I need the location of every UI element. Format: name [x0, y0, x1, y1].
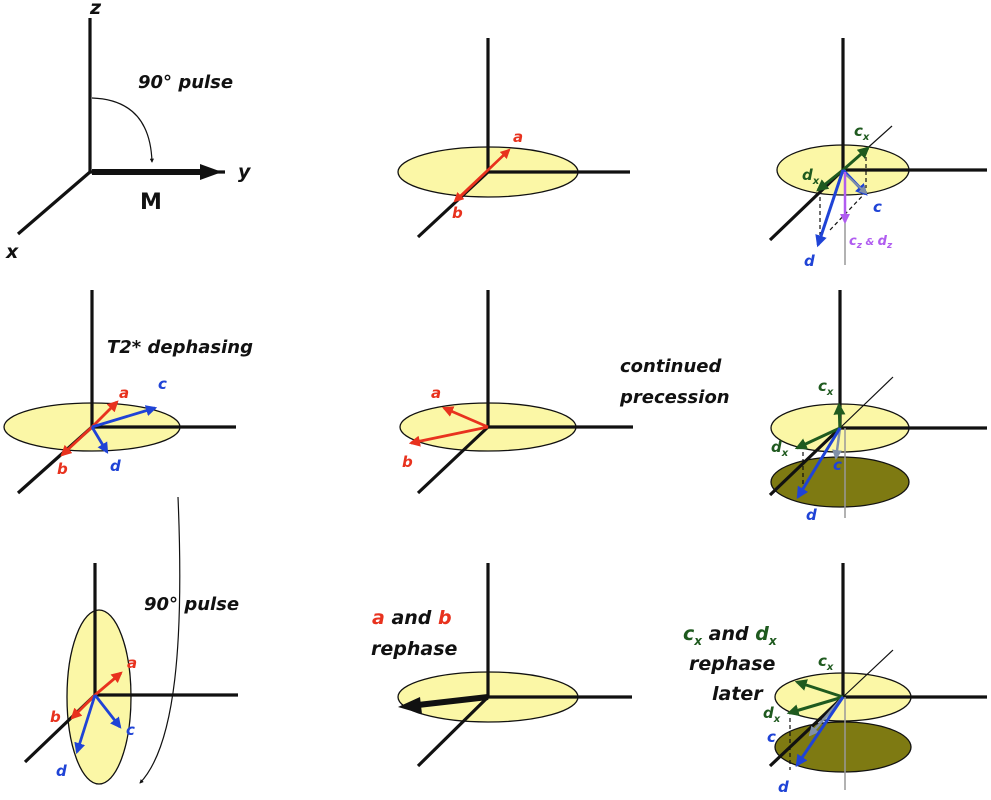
- d-label: d: [806, 506, 817, 524]
- axis-y-label: y: [238, 161, 252, 183]
- spin-d-label: d: [56, 762, 67, 780]
- spin-b-label: b: [50, 708, 61, 726]
- spin-d-label: d: [110, 457, 121, 475]
- dx-label: dx: [771, 438, 789, 459]
- spin-b-label: b: [57, 460, 68, 478]
- pulse-rotation-arrow: [139, 496, 181, 784]
- pulse-rotation-arrow: [91, 97, 154, 163]
- c-label: c: [767, 728, 776, 746]
- precession-caption-line2: precession: [619, 387, 730, 408]
- panel-4-dephasing: T2* dephasing a b c d: [3, 290, 253, 495]
- c-label: c: [833, 456, 842, 474]
- panel-6-precession-components: cx dx c d: [768, 290, 987, 524]
- later-caption-line1: cx and dx: [683, 623, 778, 648]
- cz-dz-label: cz & dz: [849, 234, 893, 251]
- panel-5-precession: a b continued precession: [399, 290, 730, 495]
- spin-a-label: a: [513, 128, 523, 146]
- dephasing-title: T2* dephasing: [107, 337, 253, 358]
- precession-caption-line1: continued: [620, 356, 722, 377]
- spin-c-label: c: [126, 721, 135, 739]
- rephase-caption-line1: a and b: [372, 607, 452, 629]
- c-label: c: [873, 198, 882, 216]
- magnetization-label: M: [140, 190, 162, 215]
- spin-b-label: b: [402, 453, 413, 471]
- pulse-label-top: 90° pulse: [138, 72, 233, 93]
- panel-9-rephase-later: cx and dx rephase later cx dx c d: [683, 563, 987, 796]
- panel-8-rephase: a and b rephase: [371, 563, 632, 768]
- cx-label: cx: [854, 122, 870, 143]
- spin-a-label: a: [119, 384, 129, 402]
- panel-2-in-phase: a b: [397, 38, 630, 239]
- pulse-label: 90° pulse: [144, 594, 239, 615]
- panel-7-second-pulse: 90° pulse a b c d: [23, 496, 239, 785]
- spin-a-label: a: [431, 384, 441, 402]
- panel-3-components: cx dx c d cz & dz: [768, 38, 987, 270]
- later-caption-line2: rephase: [689, 653, 776, 675]
- d-label: d: [804, 252, 815, 270]
- spin-b-label: b: [452, 204, 463, 222]
- axis-z-label: z: [89, 0, 102, 19]
- rephase-caption-line2: rephase: [371, 638, 458, 660]
- dx-label: dx: [763, 704, 781, 725]
- axis-x-label: x: [5, 241, 19, 263]
- later-caption-line3: later: [712, 683, 764, 705]
- cx-label: cx: [818, 377, 834, 398]
- spin-c-label: c: [158, 375, 167, 393]
- panel-1-initial: z y x 90° pulse M: [5, 0, 252, 263]
- cx-label: cx: [818, 652, 834, 673]
- dx-label: dx: [802, 166, 820, 187]
- spin-a-label: a: [127, 654, 137, 672]
- d-label: d: [778, 778, 789, 796]
